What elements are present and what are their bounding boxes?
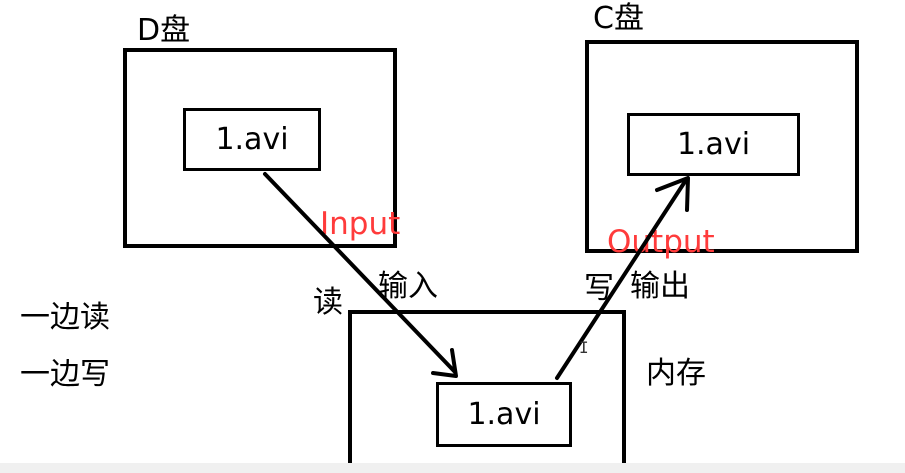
- memory-file: 1.avi: [436, 382, 572, 447]
- output-label-en: Output: [607, 224, 715, 260]
- d-disk-file: 1.avi: [183, 108, 321, 171]
- c-disk-title: C盘: [593, 1, 644, 36]
- memory-file-label: 1.avi: [467, 396, 541, 432]
- write-label: 写: [584, 271, 614, 306]
- memory-label: 内存: [646, 356, 706, 391]
- text-cursor-icon: I: [579, 338, 589, 357]
- input-label-en: Input: [320, 206, 401, 242]
- d-disk-file-label: 1.avi: [215, 121, 289, 157]
- note-line-2: 一边写: [20, 357, 110, 392]
- c-disk-file: 1.avi: [627, 113, 800, 176]
- bottom-strip: [0, 463, 905, 473]
- output-label-cn: 输出: [630, 269, 690, 304]
- c-disk-box: [585, 40, 859, 253]
- note-line-1: 一边读: [20, 300, 110, 335]
- read-label: 读: [313, 285, 343, 320]
- c-disk-file-label: 1.avi: [676, 126, 751, 162]
- input-label-cn: 输入: [378, 269, 438, 304]
- d-disk-box: [123, 48, 397, 248]
- d-disk-title: D盘: [137, 13, 191, 48]
